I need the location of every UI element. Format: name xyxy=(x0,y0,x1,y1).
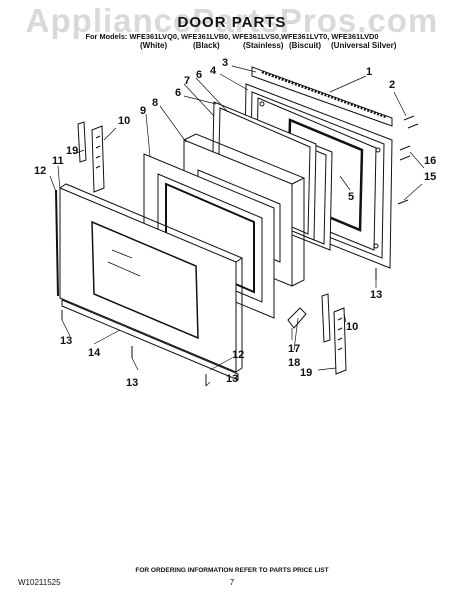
callout-4: 4 xyxy=(210,65,217,77)
screws xyxy=(61,115,419,386)
callout-13c: 13 xyxy=(126,377,138,389)
callout-18: 18 xyxy=(288,357,300,369)
callout-7: 7 xyxy=(184,75,190,87)
callout-8: 8 xyxy=(152,97,158,109)
callout-10a: 10 xyxy=(118,115,130,127)
callout-13d: 13 xyxy=(226,373,238,385)
callout-5: 5 xyxy=(348,191,354,203)
callout-2: 2 xyxy=(389,79,395,91)
callout-10b: 10 xyxy=(346,321,358,333)
models-line: For Models: WFE361LVQ0, WFE361LVB0, WFE3… xyxy=(85,32,379,41)
callout-19a: 19 xyxy=(66,145,78,157)
callout-6a: 6 xyxy=(196,69,202,81)
leader-lines xyxy=(49,65,425,387)
callout-6b: 6 xyxy=(175,87,181,99)
callout-13b: 13 xyxy=(60,335,72,347)
color-label-black: (Black) xyxy=(193,41,220,50)
color-label-biscuit: (Biscuit) xyxy=(289,41,321,50)
callout-1: 1 xyxy=(366,66,372,78)
part-17-bracket xyxy=(287,307,307,329)
callout-11: 11 xyxy=(52,155,64,167)
part-10-hinge-left xyxy=(77,121,105,193)
callout-9: 9 xyxy=(140,105,146,117)
callout-16: 16 xyxy=(424,155,436,167)
watermark: AppliancePartsPros.com xyxy=(25,2,439,39)
callout-numbers: 1 2 3 4 5 6 6 7 8 9 10 10 11 12 12 13 13… xyxy=(34,57,436,389)
callout-14: 14 xyxy=(88,347,101,359)
callout-12a: 12 xyxy=(34,165,46,177)
callout-13a: 13 xyxy=(370,289,382,301)
ordering-note: FOR ORDERING INFORMATION REFER TO PARTS … xyxy=(135,567,329,574)
callout-17: 17 xyxy=(288,343,300,355)
document-number: W10211525 xyxy=(18,578,61,587)
callout-12b: 12 xyxy=(232,349,244,361)
callout-3: 3 xyxy=(222,57,228,69)
part-1-vent-trim xyxy=(251,66,393,127)
part-14-bottom-trim xyxy=(61,299,239,381)
color-label-white: (White) xyxy=(140,41,168,50)
callout-19b: 19 xyxy=(300,367,312,379)
part-10-hinge-right xyxy=(321,293,347,375)
part-12-side-trim xyxy=(55,189,59,297)
page-title: DOOR PARTS xyxy=(177,14,287,31)
color-label-universal-silver: (Universal Silver) xyxy=(331,41,397,50)
page-number: 7 xyxy=(229,578,235,587)
color-label-stainless: (Stainless) xyxy=(243,41,284,50)
callout-15: 15 xyxy=(424,171,436,183)
part-11-outer-door xyxy=(59,183,244,373)
